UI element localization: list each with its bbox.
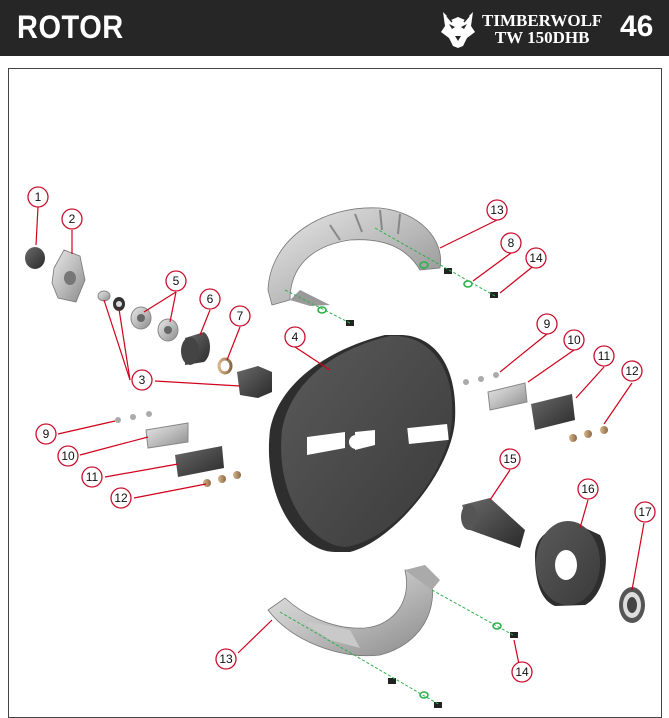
- callout-3: 3: [131, 369, 153, 391]
- rotor-disk: [268, 335, 456, 552]
- callout-4: 4: [284, 326, 306, 348]
- callout-13-top: 13: [486, 199, 508, 221]
- svg-text:11: 11: [598, 349, 611, 363]
- callout-10-left: 10: [57, 445, 79, 467]
- callout-16: 16: [577, 478, 599, 500]
- bottom-rotor-shell: [267, 565, 440, 657]
- part-10-knife-right: [487, 382, 528, 411]
- page-title: ROTOR: [17, 10, 124, 46]
- svg-text:10: 10: [61, 449, 75, 463]
- leader-lines: [35, 206, 645, 670]
- svg-text:8: 8: [508, 236, 515, 250]
- part-3-shaft-stub: [237, 366, 272, 398]
- callout-9-right: 9: [536, 313, 558, 335]
- callout-15: 15: [499, 448, 521, 470]
- callout-9-left: 9: [35, 423, 57, 445]
- svg-text:16: 16: [581, 482, 595, 496]
- svg-text:11: 11: [86, 470, 99, 484]
- part-3-washer: [97, 290, 111, 302]
- brand-line-2: TW 150DHB: [494, 28, 590, 47]
- part-1-bearing-cap: [25, 247, 45, 269]
- part-16-hub-plate: [535, 521, 606, 606]
- part-callouts: 1 2 3 4 5 6 7 8 9 10 11 12 13 14 9 10 11…: [27, 186, 656, 683]
- page-number: 46: [620, 10, 654, 43]
- part-10-knife: [145, 422, 189, 449]
- svg-text:15: 15: [503, 452, 517, 466]
- hub-parts-right: [461, 498, 645, 623]
- part-17-bearing: [619, 587, 645, 623]
- knife-set-left: [115, 411, 241, 487]
- callout-12-right: 12: [621, 360, 643, 382]
- callout-14-bottom: 14: [511, 661, 533, 683]
- callout-6: 6: [199, 288, 221, 310]
- callout-11-left: 11: [81, 466, 103, 488]
- svg-text:14: 14: [529, 251, 543, 265]
- part-15-shaft: [462, 498, 525, 548]
- page-header: ROTOR TIMBERWOLF TW 150DHB 46: [0, 0, 669, 56]
- part-7-seal-ring: [217, 357, 233, 375]
- svg-text:9: 9: [544, 317, 551, 331]
- callout-2: 2: [61, 208, 83, 230]
- svg-text:3: 3: [139, 373, 146, 387]
- callout-14-top: 14: [525, 247, 547, 269]
- callout-17: 17: [634, 501, 656, 523]
- svg-text:13: 13: [219, 652, 233, 666]
- svg-text:9: 9: [43, 427, 50, 441]
- svg-text:2: 2: [69, 212, 76, 226]
- callout-5: 5: [165, 270, 187, 292]
- callout-11-right: 11: [593, 345, 615, 367]
- svg-text:10: 10: [567, 333, 581, 347]
- svg-text:1: 1: [35, 190, 42, 204]
- svg-text:6: 6: [207, 292, 214, 306]
- assembly-guide-lines: [279, 227, 514, 706]
- svg-text:13: 13: [490, 203, 504, 217]
- svg-text:4: 4: [292, 330, 299, 344]
- svg-text:5: 5: [173, 274, 180, 288]
- callout-1: 1: [27, 186, 49, 208]
- brand-line-1: TIMBERWOLF: [482, 11, 603, 30]
- part-11-knife-block-right: [531, 394, 575, 430]
- callout-13-bottom: 13: [215, 648, 237, 670]
- svg-text:14: 14: [515, 665, 529, 679]
- hub-parts-left: [25, 247, 272, 398]
- svg-text:12: 12: [114, 491, 128, 505]
- callout-8: 8: [500, 232, 522, 254]
- shell-hardware: [317, 261, 518, 708]
- svg-text:7: 7: [237, 309, 244, 323]
- top-rotor-shell: [267, 207, 442, 306]
- brand-text: TIMBERWOLF TW 150DHB: [482, 12, 602, 46]
- part-11-knife-block: [175, 446, 224, 477]
- callout-7: 7: [229, 305, 251, 327]
- svg-text:17: 17: [638, 505, 652, 519]
- knife-set-right: [463, 372, 608, 442]
- callout-10-right: 10: [563, 329, 585, 351]
- callout-12-left: 12: [110, 487, 132, 509]
- wolf-logo-icon: [441, 12, 475, 48]
- svg-text:12: 12: [625, 364, 639, 378]
